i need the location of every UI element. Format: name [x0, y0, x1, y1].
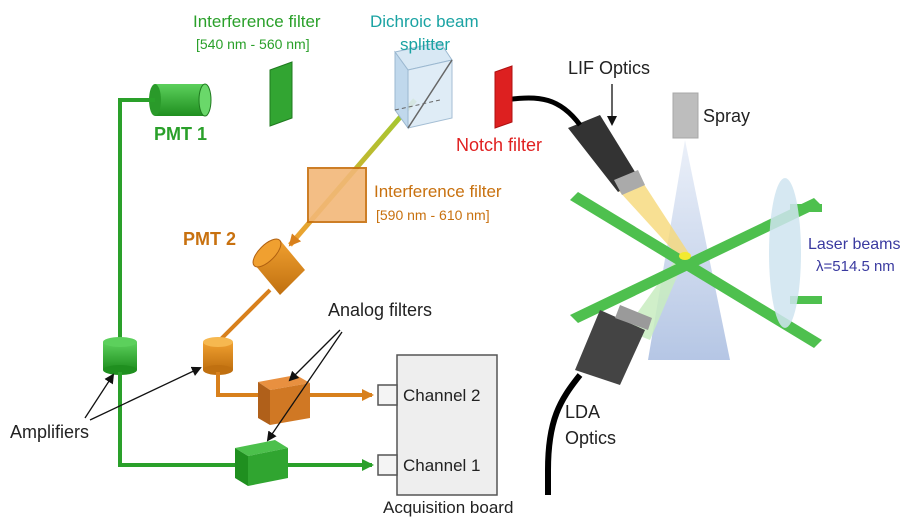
- interference-filter-2-range: [590 nm - 610 nm]: [376, 207, 490, 223]
- pmt2-tube: [252, 238, 305, 295]
- pmt1-label: PMT 1: [154, 124, 208, 144]
- lif-optics-label: LIF Optics: [568, 58, 651, 78]
- lda-optics-probe: [545, 305, 652, 495]
- probe-volume: [679, 252, 691, 260]
- dichroic-label-line1: Dichroic beam: [370, 12, 479, 31]
- dichroic-beam-splitter: [394, 41, 453, 130]
- lda-label-line1: LDA: [565, 402, 601, 422]
- interference-filter-2: [307, 167, 367, 223]
- pmt2-cable: [216, 288, 272, 344]
- notch-filter-label: Notch filter: [456, 135, 543, 155]
- laser-beam-2: [570, 198, 822, 323]
- arrow-amplifier-2: [89, 366, 202, 421]
- pmt2-label: PMT 2: [183, 229, 237, 249]
- acquisition-board-label: Acquisition board: [383, 498, 514, 517]
- arrow-analog-filter-2: [288, 329, 341, 382]
- amplifier-1: [103, 337, 137, 375]
- lif-collection-cone: [618, 178, 690, 258]
- laser-beam-1: [570, 192, 822, 348]
- spray-cone: [648, 140, 730, 360]
- spray-label: Spray: [703, 106, 751, 126]
- amplifier-2: [203, 337, 233, 375]
- acquisition-board: [377, 354, 498, 496]
- analog-filter-1: [235, 440, 288, 486]
- pmt1-tube: [149, 83, 212, 117]
- amp2-to-filter2-line: [216, 372, 258, 397]
- laser-lens: [769, 178, 801, 328]
- arrow-analog-filter-1: [266, 331, 343, 442]
- channel-1-label: Channel 1: [403, 456, 481, 475]
- interference-filter-1: [269, 61, 293, 127]
- analog-filters-label: Analog filters: [328, 300, 433, 320]
- wavelength-label: λ=514.5 nm: [816, 258, 895, 275]
- interference-filter-1-label: Interference filter: [193, 12, 321, 31]
- dichroic-label-line2: splitter: [400, 35, 451, 54]
- arrow-amplifier-1: [84, 373, 115, 419]
- interference-filter-1-range: [540 nm - 560 nm]: [196, 36, 310, 52]
- lif-optics-probe: [568, 115, 645, 195]
- lif-fiber: [504, 95, 583, 127]
- spray-nozzle: [672, 92, 699, 139]
- lda-label-line2: Optics: [565, 428, 617, 448]
- pmt1-cable: [118, 98, 155, 340]
- notch-filter: [494, 65, 513, 129]
- channel-2-label: Channel 2: [403, 386, 481, 405]
- amp1-to-filter1-line: [118, 372, 235, 467]
- laser-beams-label: Laser beams: [808, 236, 901, 253]
- interference-filter-2-label: Interference filter: [374, 182, 502, 201]
- amplifiers-label: Amplifiers: [10, 422, 90, 442]
